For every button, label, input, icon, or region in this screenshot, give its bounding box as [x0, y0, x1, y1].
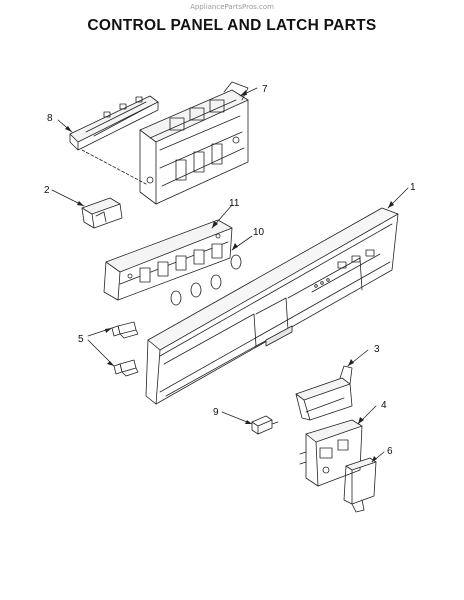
part-8-bracket[interactable]	[69, 95, 159, 151]
diagram-title: CONTROL PANEL AND LATCH PARTS	[87, 17, 377, 34]
part-4-latch-assembly[interactable]	[299, 419, 363, 487]
callout-1: 1	[410, 182, 416, 193]
part-2-bracket[interactable]	[81, 197, 123, 229]
part-1-console[interactable]	[145, 207, 399, 405]
part-10-buttons[interactable]	[139, 243, 242, 306]
callout-11: 11	[229, 198, 240, 209]
callout-8: 8	[47, 113, 53, 124]
callout-2: 2	[44, 185, 50, 196]
part-7-control-board[interactable]	[139, 81, 249, 205]
part-11-button-holder[interactable]	[103, 219, 233, 301]
part-6-latch-hook[interactable]	[343, 457, 377, 513]
callout-4: 4	[381, 400, 387, 411]
callout-3: 3	[374, 344, 380, 355]
part-5-screws[interactable]	[111, 321, 139, 377]
callout-9: 9	[213, 407, 219, 418]
callout-10: 10	[253, 227, 265, 238]
callout-6: 6	[387, 446, 393, 457]
watermark: AppliancePartsPros.com	[190, 3, 274, 11]
leader-arrowheads	[65, 90, 394, 462]
callout-5: 5	[78, 334, 84, 345]
callout-7: 7	[262, 84, 268, 95]
part-3-latch-bracket[interactable]	[295, 365, 353, 421]
part-9-switch[interactable]	[251, 415, 279, 435]
